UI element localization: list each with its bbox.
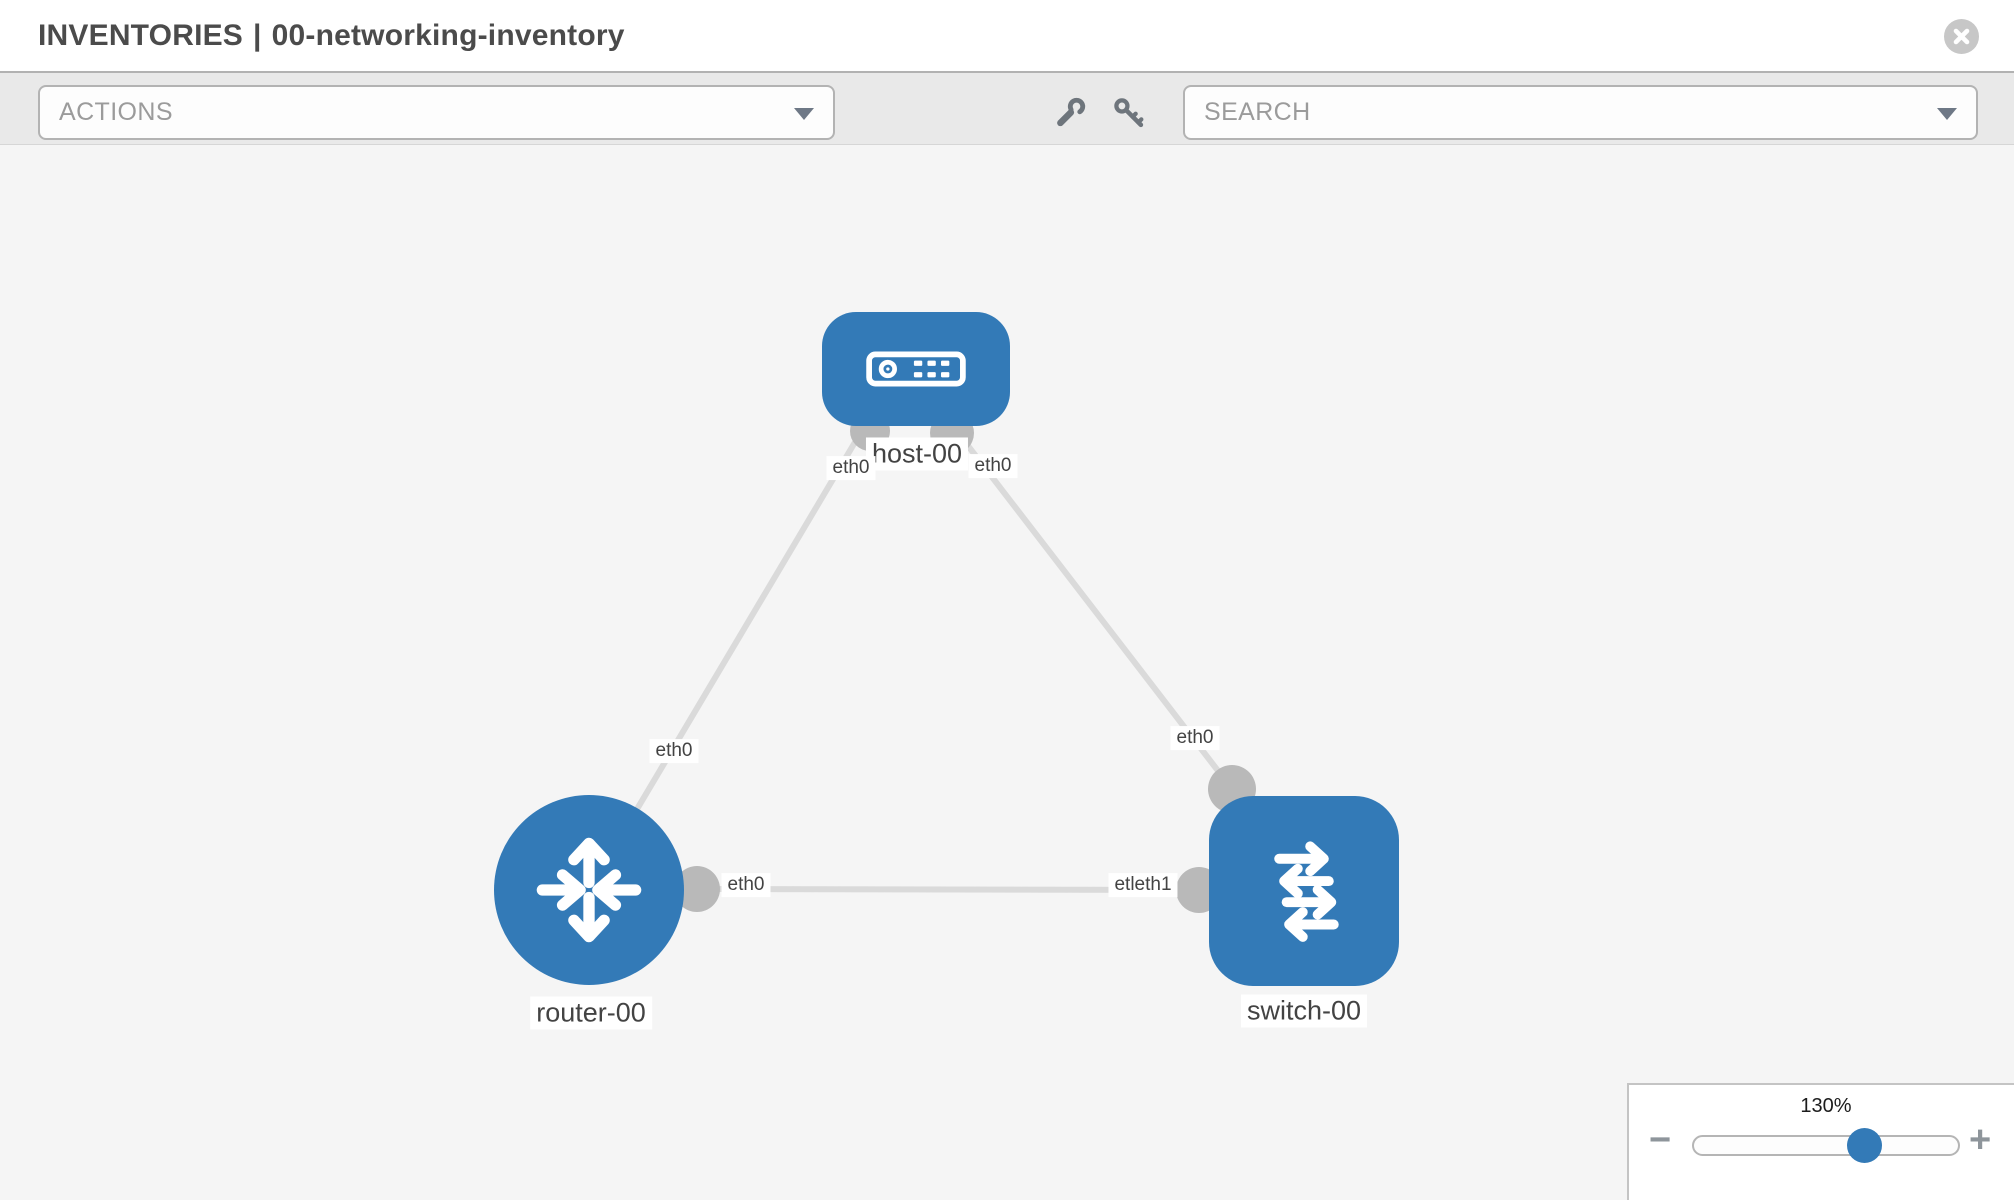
page-title-inventory-name: 00-networking-inventory [271, 18, 625, 52]
interface-label-router-eth0: eth0 [721, 873, 771, 897]
close-button[interactable] [1944, 19, 1979, 54]
node-label-switch: switch-00 [1240, 994, 1368, 1028]
chevron-down-icon [1937, 107, 1957, 120]
header: INVENTORIES | 00-networking-inventory [0, 0, 2014, 71]
page-title-section: INVENTORIES [38, 18, 244, 52]
connector-router-eth0[interactable] [674, 866, 720, 912]
node-switch-00[interactable] [1209, 796, 1399, 986]
interface-label-router-uplink: eth0 [649, 739, 699, 763]
page-title: INVENTORIES | 00-networking-inventory [38, 0, 635, 71]
zoom-slider-thumb[interactable] [1847, 1128, 1882, 1163]
node-router-00[interactable] [494, 795, 684, 985]
actions-dropdown-label: ACTIONS [59, 98, 173, 126]
interface-label-host-left: eth0 [826, 456, 876, 480]
interface-label-host-right: eth0 [968, 454, 1018, 478]
interface-label-switch-eth1: etleth1 [1108, 873, 1178, 897]
zoom-in-button[interactable]: + [1969, 1119, 1992, 1161]
graph-edges-layer [586, 393, 1256, 913]
key-icon[interactable] [1112, 96, 1146, 130]
node-label-router: router-00 [530, 996, 652, 1030]
zoom-out-button[interactable]: − [1649, 1119, 1672, 1161]
node-label-host: host-00 [865, 437, 969, 471]
topology-canvas[interactable]: host-00 router-00 switch-00 eth0 eth0 et… [0, 145, 2014, 1200]
page-title-separator: | [253, 18, 262, 52]
interface-label-switch-top: eth0 [1170, 726, 1220, 750]
switch-arrows-icon [1274, 841, 1339, 942]
search-dropdown-label: SEARCH [1204, 98, 1311, 126]
wrench-icon[interactable] [1053, 96, 1087, 130]
zoom-control-panel: 130% − + [1627, 1083, 2014, 1200]
zoom-slider-track[interactable] [1692, 1135, 1960, 1156]
node-host-00[interactable] [822, 312, 1010, 426]
chevron-down-icon [794, 107, 814, 120]
actions-dropdown[interactable]: ACTIONS [38, 85, 835, 140]
server-icon [866, 351, 966, 387]
zoom-level-value: 130% [1800, 1095, 1852, 1117]
close-icon [1953, 28, 1970, 45]
search-dropdown[interactable]: SEARCH [1183, 85, 1978, 140]
router-arrows-icon [536, 837, 642, 943]
